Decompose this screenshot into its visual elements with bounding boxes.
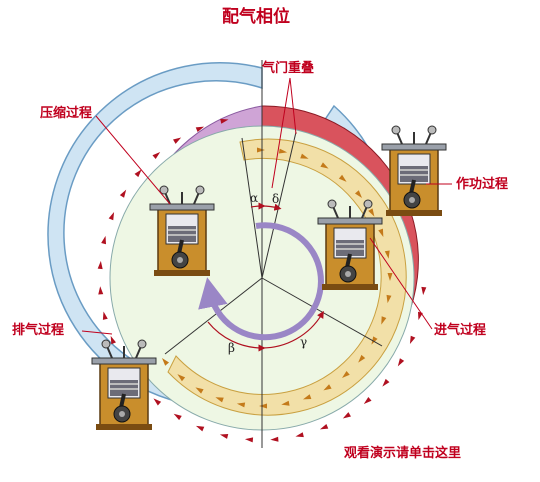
- demo-link[interactable]: 观看演示请单击这里: [344, 445, 461, 461]
- gamma-symbol: γ: [300, 335, 307, 349]
- flow-arrow: [173, 137, 182, 144]
- delta-arc: [261, 203, 282, 211]
- diagram-title: 配气相位: [222, 6, 290, 27]
- flow-arrow: [134, 169, 142, 178]
- flow-arrow: [397, 358, 405, 367]
- compression-pointer: [95, 115, 171, 205]
- flow-arrow: [323, 384, 332, 391]
- flow-arrow: [421, 286, 427, 296]
- flow-arrow: [270, 436, 279, 442]
- flow-arrow: [177, 374, 186, 382]
- flow-arrow: [368, 208, 375, 217]
- beta-arc: [207, 321, 266, 352]
- intake-label: 进气过程: [434, 322, 486, 338]
- flow-arrow: [387, 273, 393, 281]
- flow-arrow: [108, 211, 115, 221]
- flow-arrow: [153, 398, 162, 406]
- flow-arrow: [384, 250, 390, 259]
- beta-line: [164, 277, 263, 355]
- flow-arrow: [319, 424, 329, 430]
- flow-arrow: [244, 437, 254, 443]
- delta-symbol: δ: [272, 192, 279, 206]
- flow-arrow: [119, 189, 127, 198]
- flow-arrow: [236, 402, 246, 408]
- alpha-arc: [250, 202, 266, 210]
- flow-arrow: [342, 412, 351, 419]
- flow-arrow: [354, 190, 363, 198]
- flow-arrow: [195, 126, 205, 132]
- intake-flow-arrows: [161, 147, 393, 409]
- flow-arrow: [101, 235, 107, 245]
- flow-arrow: [110, 335, 116, 345]
- flow-arrow: [215, 397, 224, 403]
- gamma-arc: [261, 310, 324, 349]
- flow-arrow: [161, 358, 170, 366]
- flow-arrow: [278, 148, 288, 154]
- flow-arrow: [173, 413, 182, 421]
- flow-arrow: [97, 260, 103, 270]
- flow-arrow: [302, 394, 312, 400]
- flow-arrow: [342, 370, 350, 379]
- rotation-arrow: [198, 222, 324, 341]
- overlap-label: 气门重叠: [262, 60, 314, 76]
- flow-arrow: [102, 311, 108, 320]
- flow-arrow: [320, 162, 329, 169]
- flow-arrow: [257, 147, 265, 153]
- flow-arrow: [381, 316, 387, 325]
- flow-arrow: [281, 400, 290, 406]
- alpha-symbol: α: [250, 191, 258, 205]
- flow-arrow: [259, 403, 267, 409]
- flow-arrow: [378, 228, 384, 238]
- flow-arrow: [152, 151, 161, 160]
- exhaust-label: 排气过程: [12, 322, 64, 338]
- flow-arrow: [98, 286, 104, 295]
- overlap-pointer-2: [289, 77, 297, 135]
- flow-arrow: [386, 294, 392, 304]
- alpha-line: [241, 137, 263, 279]
- flow-arrow: [409, 335, 416, 345]
- flow-arrow: [371, 336, 378, 345]
- flow-arrow: [195, 387, 204, 394]
- intake-pointer: [369, 237, 433, 330]
- flow-arrow: [295, 432, 304, 438]
- flow-arrow: [219, 433, 229, 439]
- intake-ring: [167, 138, 407, 416]
- flow-arrow: [382, 378, 390, 387]
- flow-arrow: [358, 354, 366, 363]
- overlap-pointer: [271, 77, 291, 189]
- flow-arrow: [220, 118, 229, 124]
- compression-label: 压缩过程: [40, 105, 92, 121]
- exhaust-flow-arrows: [97, 118, 427, 443]
- beta-symbol: β: [228, 341, 235, 355]
- flow-arrow: [417, 311, 423, 321]
- flow-arrow: [363, 396, 372, 405]
- flow-arrow: [300, 153, 309, 159]
- flow-arrow: [195, 425, 205, 432]
- power-label: 作功过程: [456, 176, 508, 192]
- flow-arrow: [338, 174, 347, 182]
- exhaust-pointer: [81, 330, 113, 335]
